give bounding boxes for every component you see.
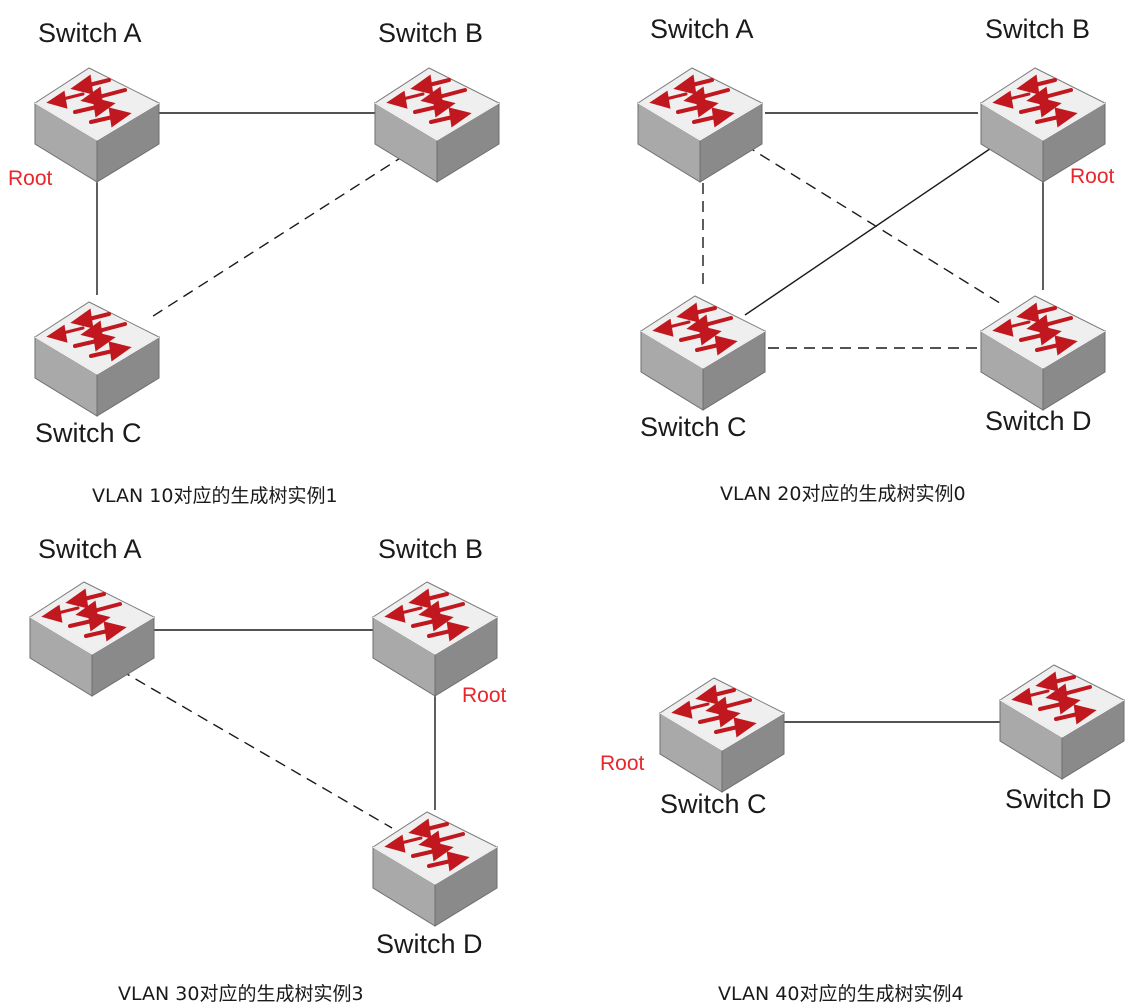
root-label: Root xyxy=(8,167,53,190)
switch-c-label: Switch C xyxy=(35,418,142,448)
panel-vlan40: Switch C Switch D Root VLAN 40对应的生成树实例4 xyxy=(600,663,1126,1005)
network-switch-icon xyxy=(636,66,764,184)
network-switch-icon xyxy=(33,66,161,184)
link-b-c-blocked xyxy=(149,154,406,319)
network-switch-icon xyxy=(639,294,767,412)
switch-c-label: Switch C xyxy=(660,789,767,819)
switch-d-label: Switch D xyxy=(985,406,1092,436)
network-switch-icon xyxy=(658,676,786,794)
panel-vlan30: Switch A Switch B Switch D Root VLAN 30对… xyxy=(28,534,507,1005)
panel-vlan10: Switch A Switch B Switch C Root VLAN 10对… xyxy=(8,18,501,507)
network-switch-icon xyxy=(28,580,156,698)
switch-a-label: Switch A xyxy=(38,18,142,48)
root-label: Root xyxy=(1070,165,1115,188)
panel-caption: VLAN 40对应的生成树实例4 xyxy=(718,983,964,1005)
switch-a-label: Switch A xyxy=(38,534,142,564)
link-b-c xyxy=(744,139,1004,316)
network-switch-icon xyxy=(979,294,1107,412)
panel-caption: VLAN 10对应的生成树实例1 xyxy=(92,485,338,507)
network-switch-icon xyxy=(33,300,161,418)
switch-b-label: Switch B xyxy=(985,14,1090,44)
switch-a-label: Switch A xyxy=(650,14,754,44)
root-label: Root xyxy=(462,684,507,707)
network-switch-icon xyxy=(371,580,499,698)
switch-d-label: Switch D xyxy=(1005,784,1112,814)
link-a-d-blocked xyxy=(119,669,393,829)
link-a-d-blocked xyxy=(744,144,1004,306)
switch-c-label: Switch C xyxy=(640,412,747,442)
root-label: Root xyxy=(600,752,645,775)
switch-b-label: Switch B xyxy=(378,18,483,48)
network-switch-icon xyxy=(373,66,501,184)
switch-b-label: Switch B xyxy=(378,534,483,564)
panel-caption: VLAN 30对应的生成树实例3 xyxy=(118,983,364,1005)
network-switch-icon xyxy=(371,810,499,928)
network-switch-icon xyxy=(998,663,1126,781)
panel-caption: VLAN 20对应的生成树实例0 xyxy=(720,483,966,505)
panel-vlan20: Switch A Switch B Switch C Switch D Root… xyxy=(636,14,1115,505)
switch-d-label: Switch D xyxy=(376,929,483,959)
